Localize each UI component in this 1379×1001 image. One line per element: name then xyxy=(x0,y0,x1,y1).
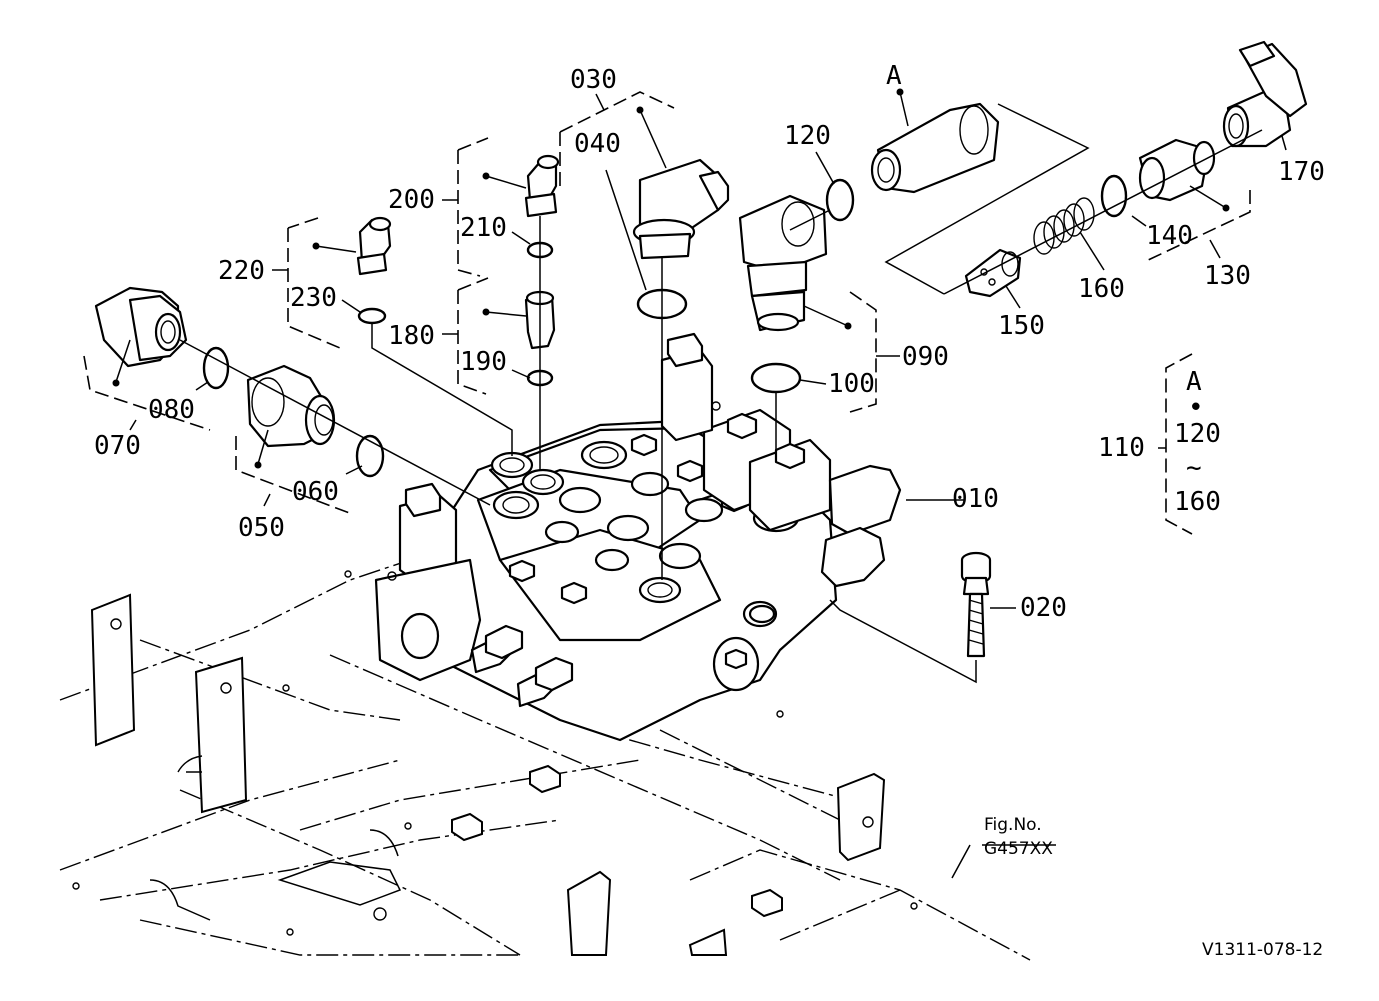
elbow-fitting-090 xyxy=(738,194,828,332)
callout-230: 230 xyxy=(290,283,337,313)
elbow-fitting-220 xyxy=(356,216,392,276)
callout-200: 200 xyxy=(388,185,435,215)
bolt-020 xyxy=(829,551,992,684)
callout-090: 090 xyxy=(902,342,949,372)
adapter-130 xyxy=(1138,138,1216,202)
detail-a-marker: A xyxy=(886,61,902,91)
callout-030: 030 xyxy=(570,65,617,95)
elbow-fitting-030 xyxy=(632,158,730,260)
callout-100: 100 xyxy=(828,369,875,399)
figure-code: V1311-078-12 xyxy=(1202,940,1323,960)
callout-190: 190 xyxy=(460,347,507,377)
o-ring-060 xyxy=(355,434,385,478)
o-ring-140 xyxy=(1100,174,1128,218)
figure-reference: Fig.No. G457XX xyxy=(984,815,1053,859)
o-ring-230 xyxy=(357,307,387,325)
control-valve xyxy=(374,332,902,742)
callout-170: 170 xyxy=(1278,157,1325,187)
o-ring-080 xyxy=(202,346,230,390)
callout-110: 110 xyxy=(1098,433,1145,463)
callout-labels: 010 020 030 040 050 060 070 080 090 100 … xyxy=(94,65,1325,623)
callout-070: 070 xyxy=(94,431,141,461)
machine-frame xyxy=(59,532,1031,961)
fig-ref-label: Fig.No. xyxy=(984,815,1042,835)
callout-130: 130 xyxy=(1204,261,1251,291)
callout-180: 180 xyxy=(388,321,435,351)
detail-a-range-sep: ~ xyxy=(1186,453,1202,483)
spring-160 xyxy=(1033,197,1095,255)
plug-050 xyxy=(246,364,336,448)
reference-dots xyxy=(112,88,1230,469)
detail-a-bracket-marker: A xyxy=(1186,367,1202,397)
callout-140: 140 xyxy=(1146,221,1193,251)
callout-050: 050 xyxy=(238,513,285,543)
callout-220: 220 xyxy=(218,256,265,286)
relief-cartridge-a xyxy=(870,102,1000,194)
leaders xyxy=(115,91,1287,879)
detail-a-labels: A A • 120 ~ 160 xyxy=(886,61,1221,517)
o-ring-100 xyxy=(750,362,802,394)
detail-a-range-start: 120 xyxy=(1174,419,1221,449)
detail-a-range-end: 160 xyxy=(1174,487,1221,517)
fig-ref-code: G457XX xyxy=(984,839,1053,859)
callout-040: 040 xyxy=(574,129,621,159)
detail-a-bullet: • xyxy=(1188,393,1204,423)
callout-060: 060 xyxy=(292,477,339,507)
callout-210: 210 xyxy=(460,213,507,243)
elbow-fitting-200 xyxy=(524,154,560,218)
callout-160: 160 xyxy=(1078,274,1125,304)
callout-080: 080 xyxy=(148,395,195,425)
group-brackets xyxy=(83,91,1251,535)
elbow-fitting-170 xyxy=(1222,40,1308,148)
relief-fitting-070 xyxy=(94,286,188,368)
o-ring-120 xyxy=(825,178,855,222)
callout-120: 120 xyxy=(784,121,831,151)
callout-020: 020 xyxy=(1020,593,1067,623)
callout-150: 150 xyxy=(998,311,1045,341)
callout-010: 010 xyxy=(952,484,999,514)
poppet-150 xyxy=(964,248,1022,298)
